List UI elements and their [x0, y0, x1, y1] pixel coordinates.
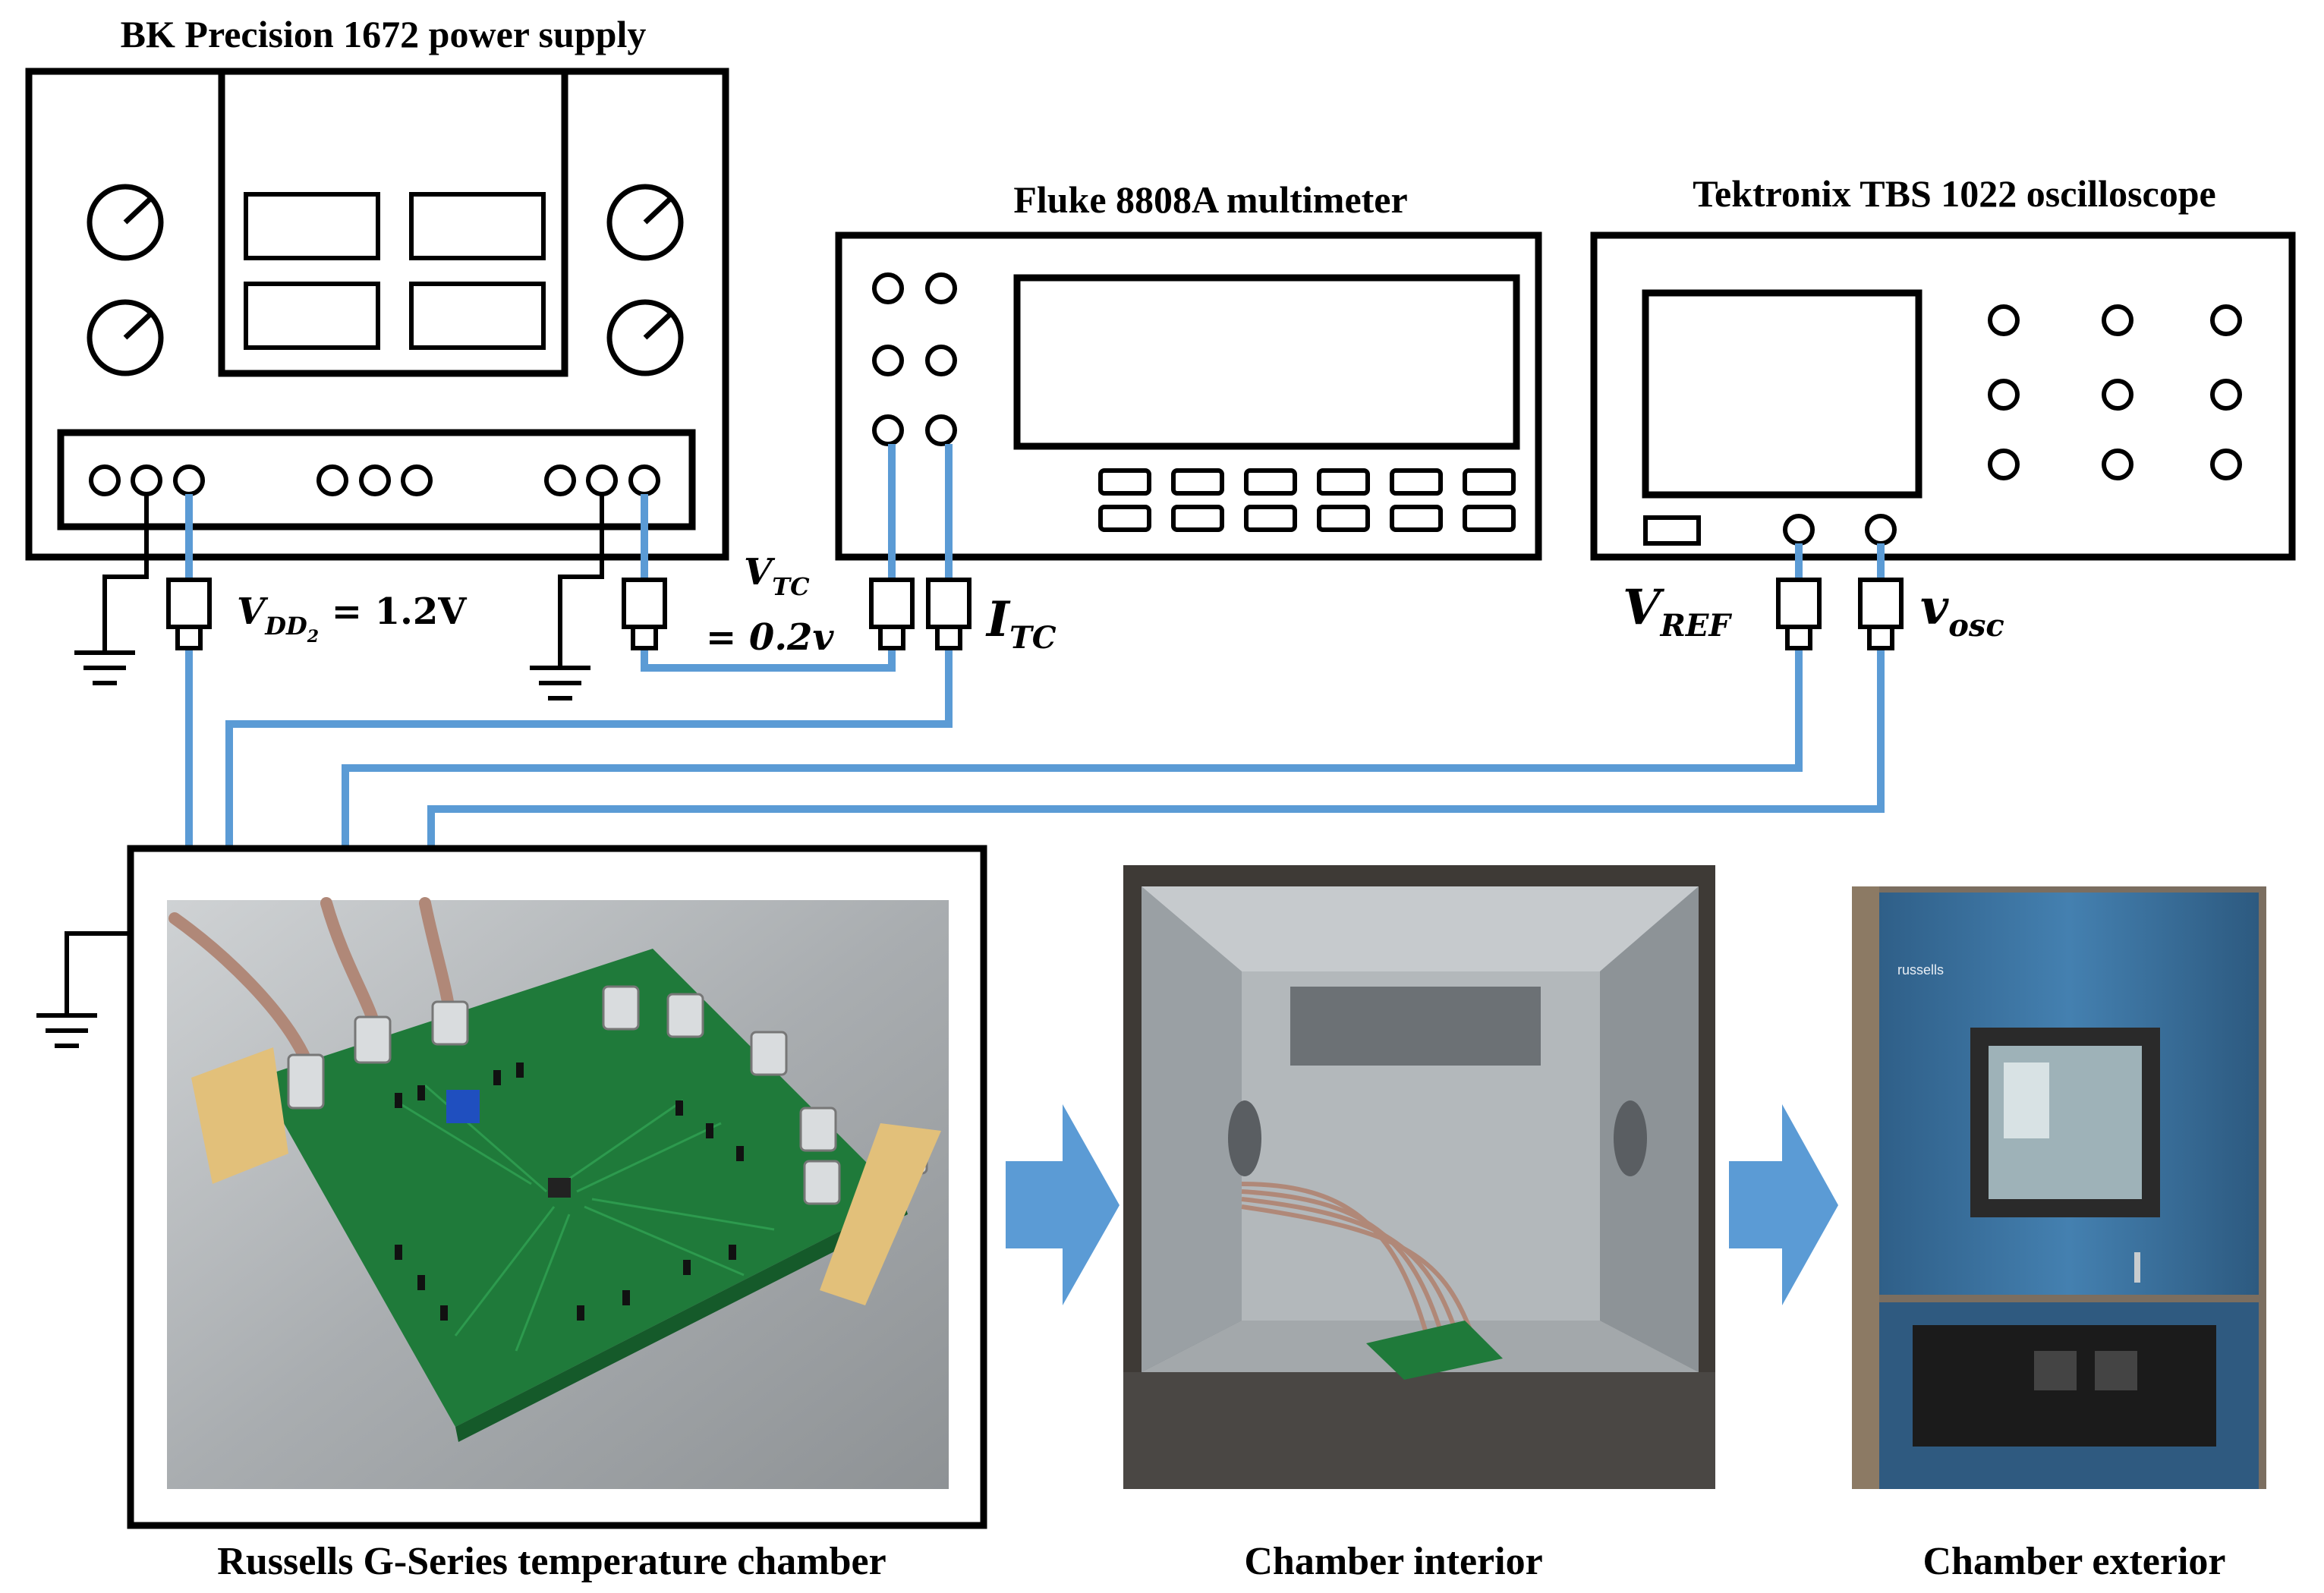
arrow-right-icon — [1006, 1104, 1119, 1305]
bnc-connector-icon — [926, 578, 971, 650]
interior-caption: Chamber interior — [1244, 1540, 1542, 1583]
vdd2-label: VDD2 = 1.2V — [237, 590, 467, 647]
chamber-frame — [127, 845, 987, 1529]
power-supply-display-panel — [218, 68, 568, 377]
multimeter-title: Fluke 8808A multimeter — [1013, 178, 1407, 221]
power-supply: BK Precision 1672 power supply — [25, 13, 729, 700]
display-window — [244, 282, 380, 350]
chamber-caption: Russells G-Series temperature chamber — [217, 1540, 886, 1583]
terminal-strip — [57, 429, 696, 530]
display-window — [409, 192, 546, 260]
exterior-caption: Chamber exterior — [1922, 1540, 2225, 1583]
oscilloscope-title: Tektronix TBS 1022 oscilloscope — [1693, 172, 2215, 215]
ground-icon — [74, 494, 149, 685]
arrow-right-icon — [1729, 1104, 1838, 1305]
ground-icon — [530, 494, 604, 700]
trimmer — [446, 1090, 480, 1123]
power-supply-title: BK Precision 1672 power supply — [121, 13, 647, 55]
brand-logo: russells — [1897, 962, 1944, 978]
display-window — [409, 282, 546, 350]
oscilloscope-button — [1643, 515, 1701, 546]
chip — [548, 1178, 571, 1198]
oscilloscope-screen — [1642, 289, 1922, 499]
stand — [191, 1047, 288, 1184]
fan-grille — [1290, 987, 1541, 1066]
knob-icon — [606, 184, 684, 261]
pcb-board — [1366, 1321, 1503, 1380]
display-window — [244, 192, 380, 260]
vtc-value: = 0.2v — [706, 616, 834, 659]
oscilloscope-body — [1590, 231, 2296, 561]
temperature-chamber — [36, 845, 987, 1529]
pcb-board — [258, 949, 903, 1427]
signal-wires — [185, 444, 1885, 848]
vosc-label: vosc — [1920, 579, 2004, 644]
vtc-label: VTC — [744, 551, 810, 601]
multimeter-buttons — [1098, 468, 1516, 532]
oscilloscope-knobs — [1988, 304, 2242, 480]
stand — [820, 1123, 941, 1305]
itc-label: ITC — [985, 591, 1057, 656]
oscilloscope-inputs — [1783, 514, 1897, 546]
pcb-photo — [167, 897, 949, 1489]
multimeter: Fluke 8808A multimeter — [835, 178, 1542, 561]
signal-labels: VDD2 = 1.2V VTC = 0.2v ITC VREF vosc — [237, 551, 2004, 659]
knob-icon — [87, 184, 164, 261]
knob-icon — [87, 299, 164, 376]
oscilloscope: Tektronix TBS 1022 oscilloscope — [1590, 172, 2296, 561]
bnc-connectors — [166, 578, 1904, 650]
chamber-interior-photo — [1123, 865, 1715, 1489]
multimeter-body — [835, 231, 1542, 561]
multimeter-jacks — [872, 272, 957, 446]
terminal-jacks — [89, 464, 660, 496]
bnc-connector-icon — [1858, 578, 1904, 650]
vref-label: VREF — [1623, 579, 1732, 644]
ground-icon — [36, 931, 131, 1048]
chamber-exterior-photo: russells — [1852, 886, 2266, 1489]
bnc-connector-icon — [622, 578, 667, 650]
bnc-connector-icon — [1776, 578, 1822, 650]
bnc-connector-icon — [869, 578, 915, 650]
multimeter-display — [1013, 274, 1520, 450]
knob-icon — [606, 299, 684, 376]
bnc-connector-icon — [166, 578, 212, 650]
